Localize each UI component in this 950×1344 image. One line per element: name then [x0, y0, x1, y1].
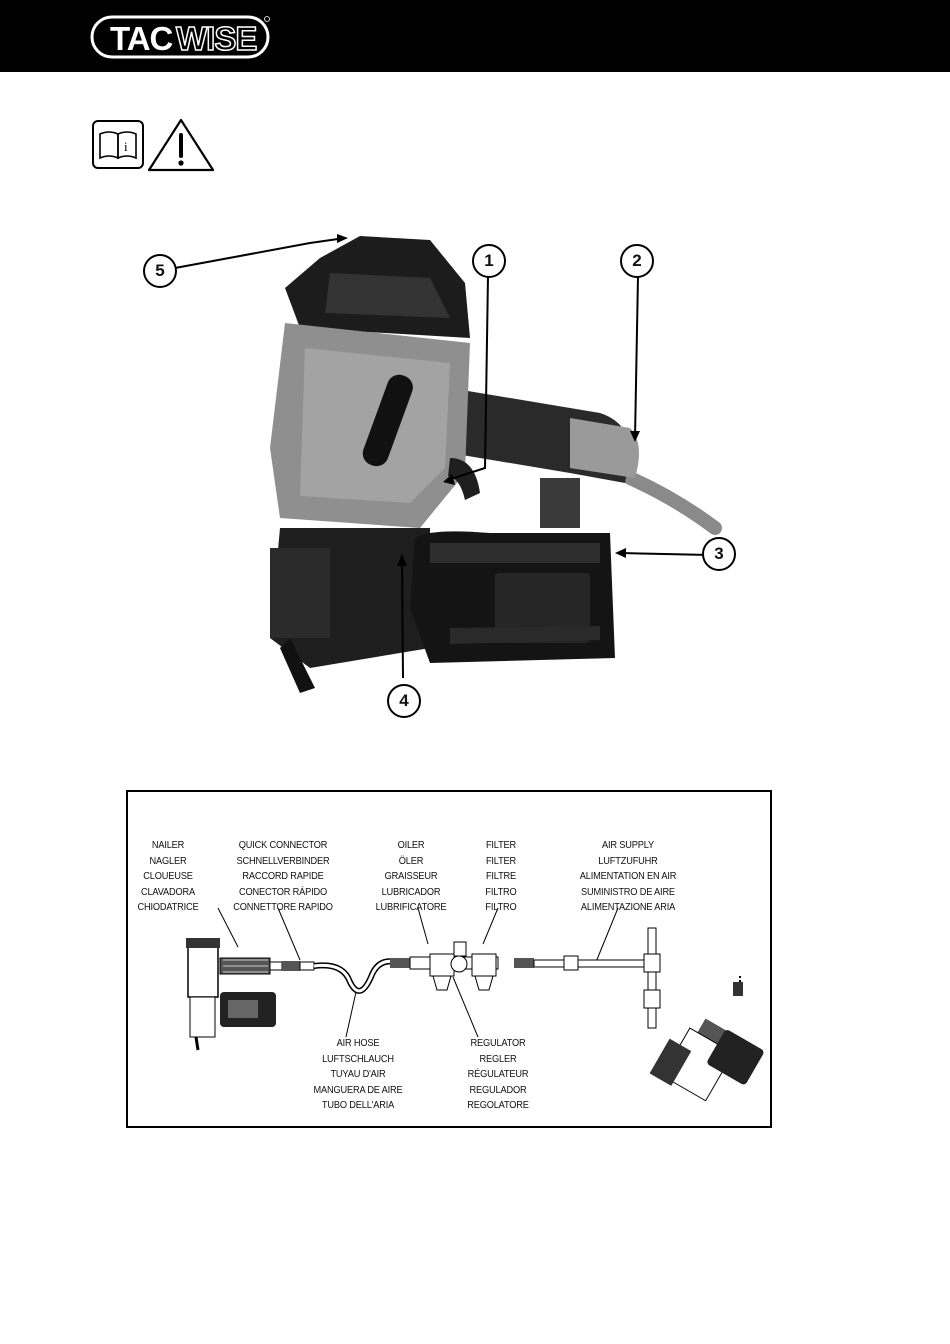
header-bar: TAC WISE [0, 0, 950, 72]
nailer-drawing-right [649, 976, 764, 1102]
callout-3: 3 [702, 537, 736, 571]
tacwise-logo: TAC WISE [90, 15, 270, 59]
callout-2: 2 [620, 244, 654, 278]
callout-5: 5 [143, 254, 177, 288]
read-manual-icon: i [92, 120, 144, 169]
nailer-drawing [186, 938, 276, 1051]
frl-unit-drawing [409, 941, 499, 991]
warning-icon [147, 118, 215, 172]
logo-text-wise: WISE [176, 20, 256, 57]
coil-nailer-illustration [174, 234, 722, 693]
air-system-drawing [186, 907, 764, 1102]
safety-icons: i [92, 118, 215, 172]
callout-1: 1 [472, 244, 506, 278]
callout-4: 4 [387, 684, 421, 718]
logo-text-tac: TAC [110, 20, 173, 57]
svg-text:i: i [124, 139, 128, 154]
